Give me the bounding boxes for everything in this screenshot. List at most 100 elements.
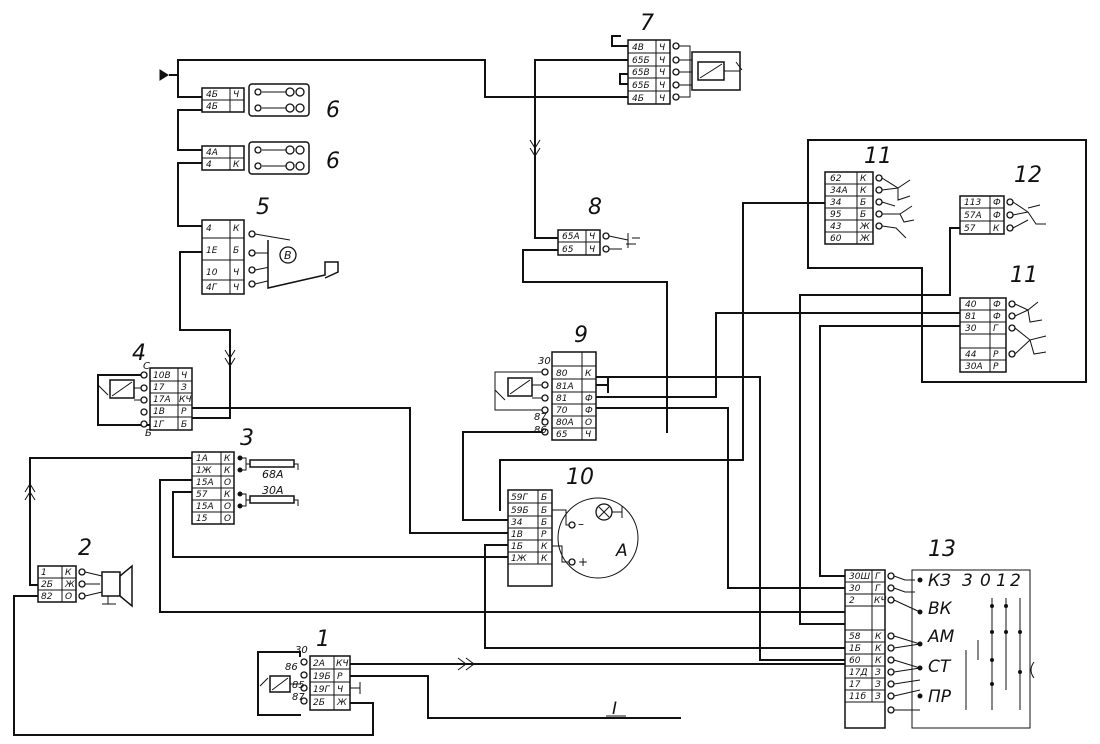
c13-color-1: Г xyxy=(875,572,881,582)
c11a-color-2: К xyxy=(860,186,867,196)
c5-color-1: К xyxy=(233,224,240,234)
c1-color-1: КЧ xyxy=(336,659,349,669)
c10-meter-label: А xyxy=(615,541,628,561)
c13-color-10: З xyxy=(875,692,881,702)
c11b-wire-5: 30А xyxy=(965,362,983,372)
c8-color-2: Ч xyxy=(589,245,595,255)
c3-fuse-2: 30А xyxy=(262,484,284,497)
c11b-wire-1: 40 xyxy=(965,300,977,310)
c9-number: 9 xyxy=(574,323,588,348)
c11a-wire-4: 95 xyxy=(830,210,842,220)
c13-wire-9: 17 xyxy=(849,680,861,690)
c13-hdr-0: 0 xyxy=(980,571,991,591)
c4-color-2: З xyxy=(181,383,187,393)
c11a-number: 11 xyxy=(864,144,892,169)
c13-color-3: КЧ xyxy=(874,596,887,606)
c5-wire-1: 4 xyxy=(206,224,212,234)
c11a-color-1: К xyxy=(860,174,867,184)
c2-color-1: К xyxy=(65,568,72,578)
c3-wire-5: 15А xyxy=(196,502,214,512)
c9-wire-1: 80 xyxy=(556,369,568,379)
c13-color-9: З xyxy=(875,680,881,690)
c6a-color-1: Ч xyxy=(233,90,239,100)
c13-hdr-3: 3 xyxy=(962,571,973,591)
c7-color-3: Ч xyxy=(659,68,665,78)
c2-color-3: О xyxy=(65,592,72,602)
c3-wire-4: 57 xyxy=(196,490,208,500)
c12-color-3: К xyxy=(993,224,1000,234)
c5-wire-3: 10 xyxy=(206,268,218,278)
c2-number: 2 xyxy=(78,536,92,561)
c1-color-3: Ч xyxy=(337,685,343,695)
c7-wire-1: 4В xyxy=(632,43,644,53)
c13-color-8: З xyxy=(875,668,881,678)
c10-wire-4: 1В xyxy=(511,530,523,540)
c13-color-5: К xyxy=(875,632,882,642)
c3-wire-6: 15 xyxy=(196,514,208,524)
c8-wire-1: 65А xyxy=(562,232,580,242)
c1-wire-1: 2А xyxy=(313,659,325,669)
c10-color-5: К xyxy=(541,542,548,552)
c1-color-4: Ж xyxy=(336,698,347,708)
c13-wire-8: 17Д xyxy=(849,668,867,678)
c1-pin-87: 87 xyxy=(292,692,305,703)
component-2: 1 К 2Б Ж 82 О 2 xyxy=(37,536,133,608)
c3-color-5: О xyxy=(224,502,231,512)
c10-number: 10 xyxy=(566,465,594,490)
c10-color-2: Б xyxy=(541,506,547,516)
c11b-color-2: Ф xyxy=(993,312,1001,322)
c7-wire-5: 4Б xyxy=(632,94,644,104)
c3-color-1: К xyxy=(224,454,231,464)
component-11b: 40 Ф 81 Ф 30 Г 44 Р 30А Р 11 xyxy=(959,263,1047,373)
c11b-color-5: Р xyxy=(993,362,999,372)
c3-color-4: К xyxy=(224,490,231,500)
c4-wire-1: 10В xyxy=(153,371,171,381)
c4-pin-b: Б xyxy=(145,428,152,439)
c4-color-5: Б xyxy=(181,420,187,430)
c5-wire-2: 1Е xyxy=(206,246,218,256)
c4-wire-5: 1Г xyxy=(153,420,165,430)
c9-pin-30: 30 xyxy=(538,356,551,367)
c11a-wire-1: 62 xyxy=(830,174,842,184)
c13-wire-6: 1Б xyxy=(849,644,861,654)
connector-arrows xyxy=(24,69,541,671)
c9-color-1: К xyxy=(585,369,592,379)
c10-wire-2: 59Б xyxy=(511,506,529,516)
c3-color-6: О xyxy=(224,514,231,524)
c5-pin-label: В xyxy=(284,249,292,262)
c13-wire-1: 30Ш xyxy=(849,572,870,582)
c11b-number: 11 xyxy=(1010,263,1038,288)
c2-color-2: Ж xyxy=(64,580,75,590)
c9-pin-86: 86 xyxy=(534,425,547,436)
c1-pin-86: 86 xyxy=(285,662,298,673)
c2-wire-3: 82 xyxy=(41,592,53,602)
c9-wire-5: 80А xyxy=(556,418,574,428)
c13-wire-10: 11б xyxy=(849,692,866,702)
c10-wire-5: 1Б xyxy=(511,542,523,552)
c10-color-6: К xyxy=(541,554,548,564)
c3-wire-2: 1Ж xyxy=(196,466,212,476)
c6a-number: 6 xyxy=(326,98,340,123)
c9-wire-2: 81А xyxy=(556,382,574,392)
c4-color-1: Ч xyxy=(181,371,187,381)
c4-wire-3: 17А xyxy=(153,395,171,405)
c11b-color-3: Г xyxy=(993,324,999,334)
c9-wire-6: 65 xyxy=(556,430,568,440)
c2-wire-2: 2Б xyxy=(41,580,53,590)
c13-wire-2: 30 xyxy=(849,584,861,594)
c6b-wire-2: 4 xyxy=(206,160,212,170)
c10-wire-3: 34 xyxy=(511,518,523,528)
c5-number: 5 xyxy=(256,195,270,220)
component-3: 1А К 1Ж К 15А О 57 К 15А О 15 О 68А 30А … xyxy=(191,426,299,525)
c11a-color-3: Б xyxy=(860,198,866,208)
c10-wire-6: 1Ж xyxy=(511,554,527,564)
c11a-wire-3: 34 xyxy=(830,198,842,208)
c12-wire-3: 57 xyxy=(964,224,976,234)
c4-color-4: Р xyxy=(181,407,187,417)
component-10: 59Г Б 59Б Б 34 Б 1В Р 1Б К 1Ж К – + А 10 xyxy=(507,465,639,587)
c13-pos-kz: КЗ xyxy=(928,571,951,591)
component-7: 4В Ч 65Б Ч 65В Ч 65Б Ч 4Б Ч 7 xyxy=(627,11,743,105)
c7-color-5: Ч xyxy=(659,94,665,104)
c1-color-2: Р xyxy=(337,672,343,682)
c9-color-5: О xyxy=(585,418,592,428)
